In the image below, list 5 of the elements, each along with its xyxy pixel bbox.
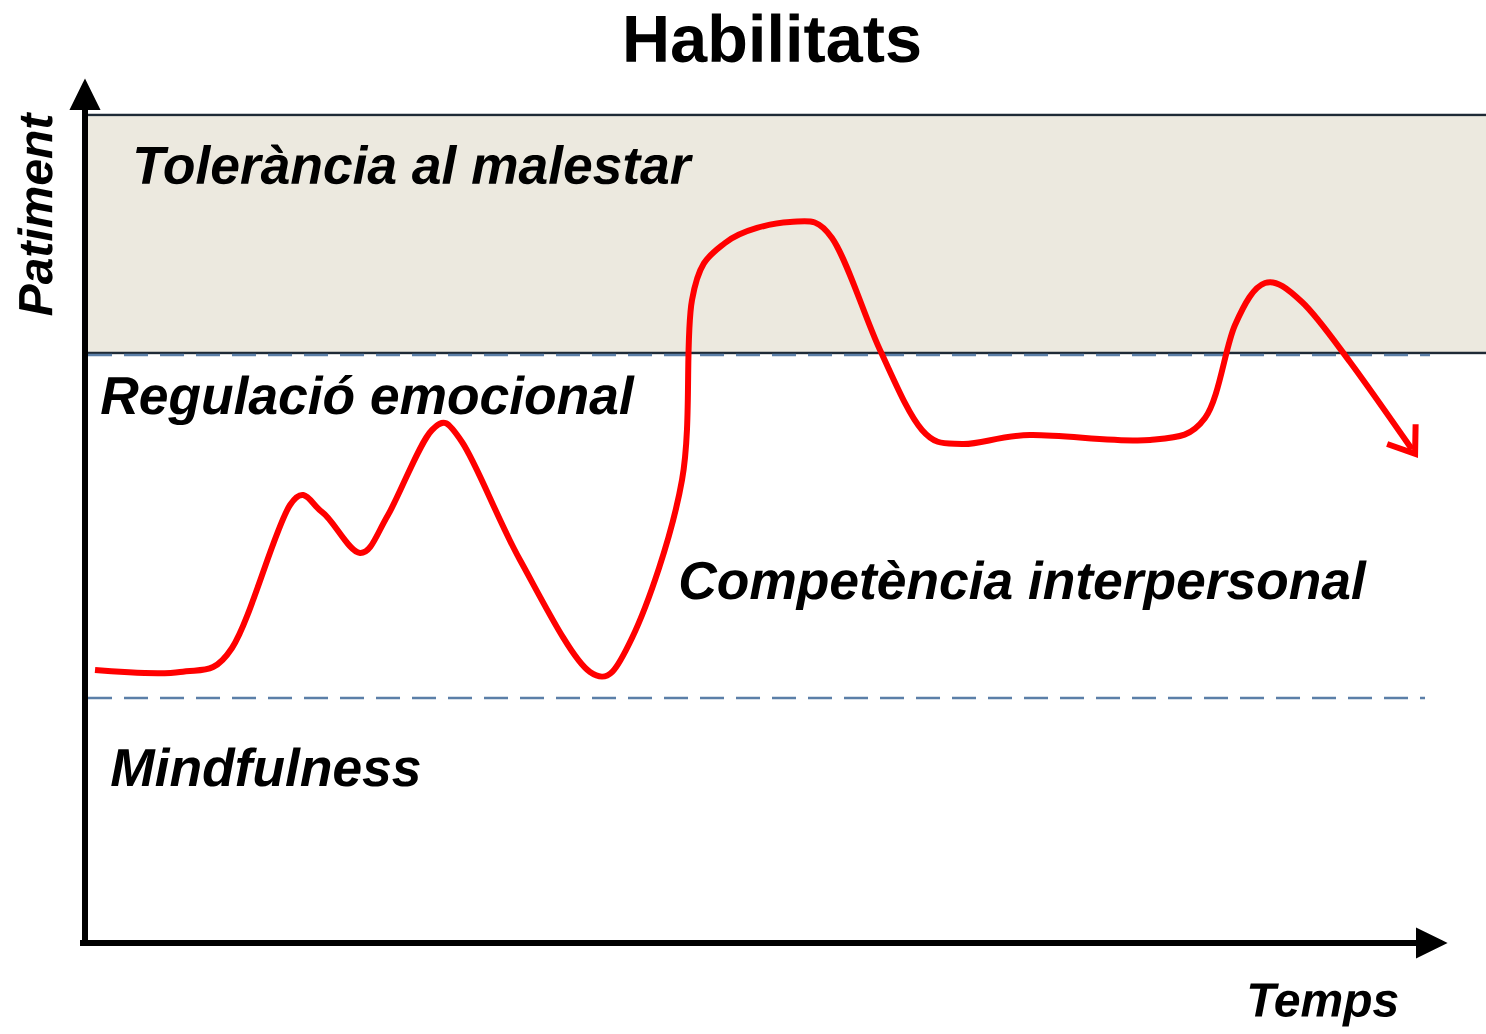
zone-label: Competència interpersonal — [680, 559, 1367, 611]
shaded-band: Tolerància al malestar — [88, 113, 1486, 355]
zone-label: Mindfulness — [111, 747, 420, 787]
axis-label: Temps — [1249, 983, 1398, 1027]
title: Habilitats — [626, 13, 920, 63]
